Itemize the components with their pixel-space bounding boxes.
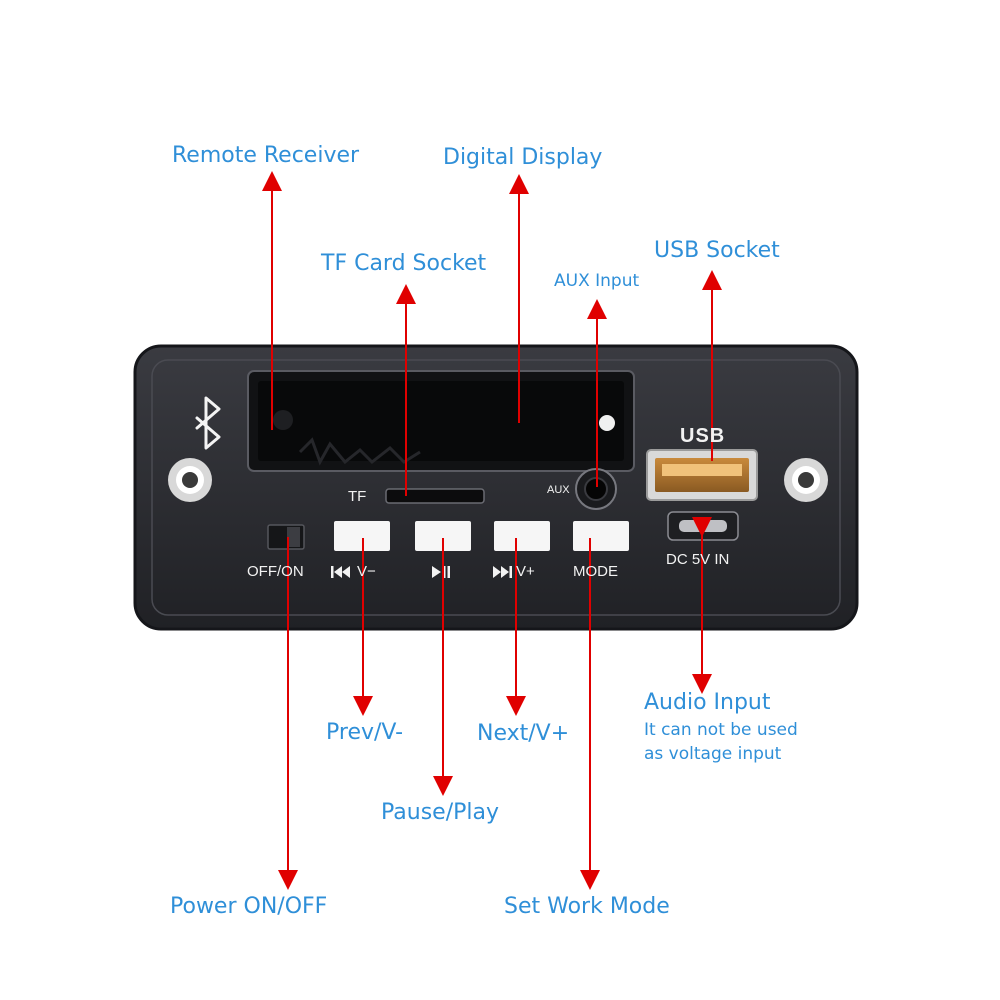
callout-tf-card-socket: TF Card Socket — [321, 251, 487, 276]
panel-label-tf: TF — [348, 488, 367, 505]
mounting-hole-right — [784, 458, 828, 502]
bluetooth-icon — [195, 396, 221, 450]
panel-label-prev: V− — [357, 563, 376, 580]
aux-jack — [575, 468, 617, 510]
panel-label-mode: MODE — [573, 563, 618, 580]
next-glyph-icon — [493, 566, 512, 578]
callout-remote-receiver: Remote Receiver — [172, 143, 360, 168]
panel-label-next: V+ — [516, 563, 535, 580]
callout-prev: Prev/V- — [326, 720, 404, 745]
pause-play-button — [415, 521, 471, 551]
mounting-hole-left — [168, 458, 212, 502]
panel-label-dc: DC 5V IN — [666, 551, 730, 568]
mode-button — [573, 521, 629, 551]
callout-audio-note-2: as voltage input — [644, 744, 782, 764]
callout-aux-input: AUX Input — [554, 271, 640, 291]
digital-display-window — [247, 370, 635, 472]
usb-socket — [646, 449, 758, 501]
tf-card-slot — [385, 488, 485, 504]
pause-play-glyph-icon — [432, 566, 450, 578]
panel-label-off-on: OFF/ON — [247, 563, 304, 580]
callout-digital-display: Digital Display — [443, 145, 603, 170]
callout-set-mode: Set Work Mode — [504, 894, 670, 919]
callout-pause-play: Pause/Play — [381, 800, 499, 825]
callout-usb-socket: USB Socket — [654, 238, 780, 263]
next-button — [494, 521, 550, 551]
panel-label-usb: USB — [680, 425, 726, 447]
power-switch — [267, 524, 305, 550]
callout-audio-input: Audio Input — [644, 690, 771, 715]
prev-button — [334, 521, 390, 551]
panel-label-aux: AUX — [547, 484, 570, 496]
callout-next: Next/V+ — [477, 721, 570, 746]
prev-glyph-icon — [331, 566, 350, 578]
callout-audio-note-1: It can not be used — [644, 720, 798, 740]
callout-power: Power ON/OFF — [170, 894, 328, 919]
